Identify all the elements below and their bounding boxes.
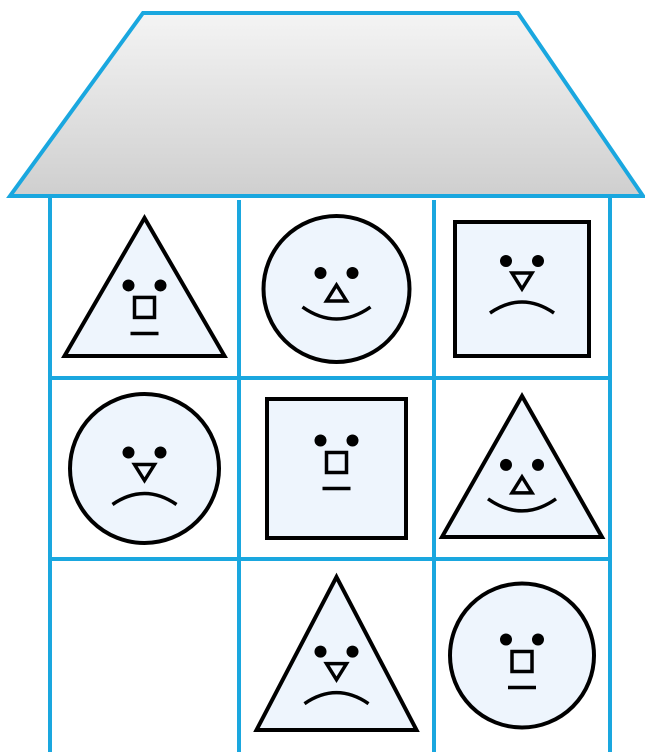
right-eye [347, 435, 359, 447]
right-eye [347, 267, 359, 279]
cell-r3-c3 [450, 584, 594, 728]
square-face [267, 399, 406, 538]
left-eye [315, 267, 327, 279]
right-eye [347, 646, 359, 658]
left-eye [500, 255, 512, 267]
circle-face [450, 584, 594, 728]
cell-r2-c1 [70, 394, 219, 543]
right-eye [155, 279, 167, 291]
left-eye [315, 435, 327, 447]
cell-r1-c2 [264, 216, 410, 362]
right-eye [532, 634, 544, 646]
circle-face [264, 216, 410, 362]
left-eye [315, 646, 327, 658]
right-eye [532, 459, 544, 471]
cell-r1-c3 [455, 222, 589, 356]
cell-r2-c2 [267, 399, 406, 538]
left-eye [500, 459, 512, 471]
left-eye [500, 634, 512, 646]
left-eye [123, 447, 135, 459]
right-eye [155, 447, 167, 459]
right-eye [532, 255, 544, 267]
roof [10, 13, 643, 196]
circle-face [70, 394, 219, 543]
left-eye [123, 279, 135, 291]
